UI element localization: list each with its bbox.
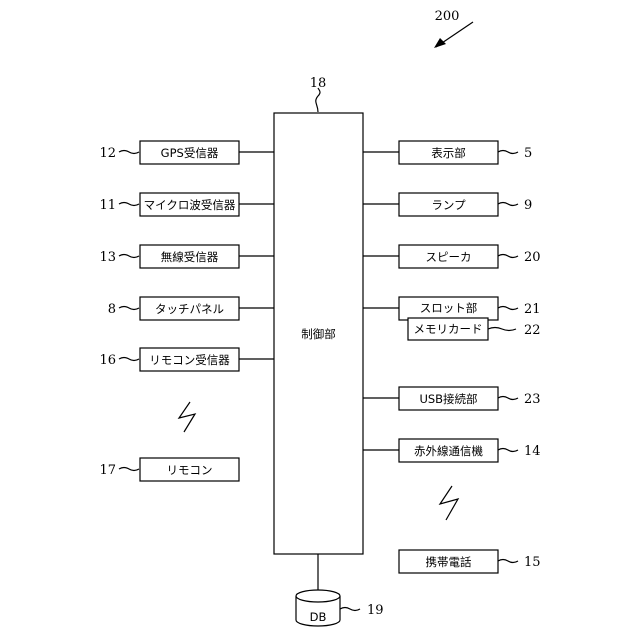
remote-leader <box>119 468 139 471</box>
infrared-label: 赤外線通信機 <box>414 444 483 458</box>
microwave-receiver-leader <box>119 203 139 206</box>
wireless-receiver-leader <box>119 255 139 258</box>
speaker-leader <box>498 255 518 258</box>
speaker-label: スピーカ <box>426 250 472 264</box>
remote-receiver-label: リモコン受信器 <box>149 353 230 367</box>
infrared-leader <box>498 449 518 452</box>
touch-panel-leader <box>119 307 139 310</box>
gps-receiver-label: GPS受信器 <box>161 146 219 160</box>
infrared-ref: 14 <box>524 444 541 459</box>
memory-card-leader <box>488 328 516 331</box>
wireless-receiver-ref: 13 <box>99 250 116 265</box>
usb-ref: 23 <box>524 392 541 407</box>
display-label: 表示部 <box>431 146 466 160</box>
microwave-receiver-ref: 11 <box>99 198 116 213</box>
controller-leader-line <box>316 88 320 112</box>
touch-panel-label: タッチパネル <box>155 302 224 316</box>
microwave-receiver-label: マイクロ波受信器 <box>144 198 236 212</box>
figure-ref-label: 200 <box>435 9 460 24</box>
remote-receiver-leader <box>119 358 139 361</box>
display-leader <box>498 151 518 154</box>
lamp-leader <box>498 203 518 206</box>
memory-card-label: メモリカード <box>414 322 483 336</box>
wireless-receiver-label: 無線受信器 <box>161 250 219 264</box>
mobile-phone-label: 携帯電話 <box>426 555 472 569</box>
gps-receiver-leader <box>119 151 139 154</box>
mobile-phone-ref: 15 <box>524 555 541 570</box>
speaker-ref: 20 <box>524 250 541 265</box>
remote-ref: 17 <box>99 463 116 478</box>
remote-receiver-ref: 16 <box>99 353 116 368</box>
usb-label: USB接続部 <box>419 392 477 406</box>
mobile-phone-leader <box>498 560 518 563</box>
slot-label: スロット部 <box>420 301 478 315</box>
figure-ref-arrowhead <box>434 38 446 48</box>
database-cylinder-top <box>296 590 340 602</box>
slot-leader <box>498 307 518 310</box>
lamp-label: ランプ <box>431 198 466 212</box>
gps-receiver-ref: 12 <box>99 146 116 161</box>
touch-panel-ref: 8 <box>108 302 116 317</box>
memory-card-ref: 22 <box>524 323 541 338</box>
database-label: DB <box>310 610 327 624</box>
database-ref: 19 <box>367 603 384 618</box>
slot-ref: 21 <box>524 302 541 317</box>
right-wireless-link-symbol <box>440 486 458 520</box>
usb-leader <box>498 397 518 400</box>
remote-label: リモコン <box>167 463 213 477</box>
display-ref: 5 <box>524 146 532 161</box>
left-wireless-link-symbol <box>179 402 195 432</box>
database-leader <box>340 608 360 611</box>
lamp-ref: 9 <box>524 198 532 213</box>
controller-label: 制御部 <box>301 327 336 341</box>
controller-ref: 18 <box>310 76 327 91</box>
